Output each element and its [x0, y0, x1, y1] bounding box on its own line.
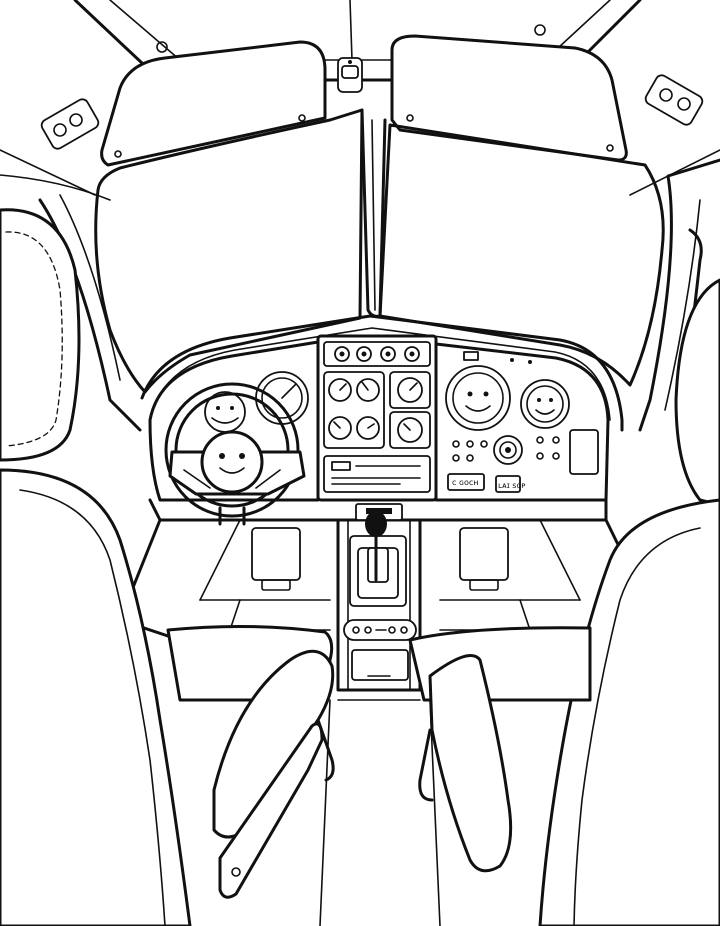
center-console	[336, 503, 422, 692]
control-yoke[interactable]	[164, 382, 306, 526]
right-gauge-large	[445, 365, 511, 431]
right-display-text: ᴄ ɢᴏᴄʜ	[452, 478, 479, 487]
right-panel-switches[interactable]	[452, 429, 599, 475]
cockpit-floor	[319, 699, 441, 926]
right-small-text: ʟᴀɪ ꜱᴏᴘ	[498, 481, 526, 490]
right-sun-visor[interactable]	[390, 34, 628, 162]
left-rudder-pedal[interactable]	[251, 527, 301, 581]
right-gauge-cluster	[445, 351, 570, 431]
center-instrument-stack	[316, 334, 438, 502]
right-air-vent[interactable]	[643, 73, 704, 127]
right-pilot-seat	[408, 278, 720, 926]
left-pilot-seat	[0, 208, 335, 926]
dome-light	[337, 57, 363, 93]
left-door-frame	[0, 174, 142, 432]
glareshield	[140, 314, 624, 432]
right-display	[447, 473, 485, 491]
left-air-vent[interactable]	[39, 97, 100, 151]
throttle-lever[interactable]	[365, 511, 389, 583]
right-gauge-small	[520, 379, 570, 429]
right-rudder-pedal[interactable]	[459, 527, 509, 581]
left-sun-visor[interactable]	[100, 40, 327, 167]
right-small-button[interactable]	[495, 475, 521, 493]
